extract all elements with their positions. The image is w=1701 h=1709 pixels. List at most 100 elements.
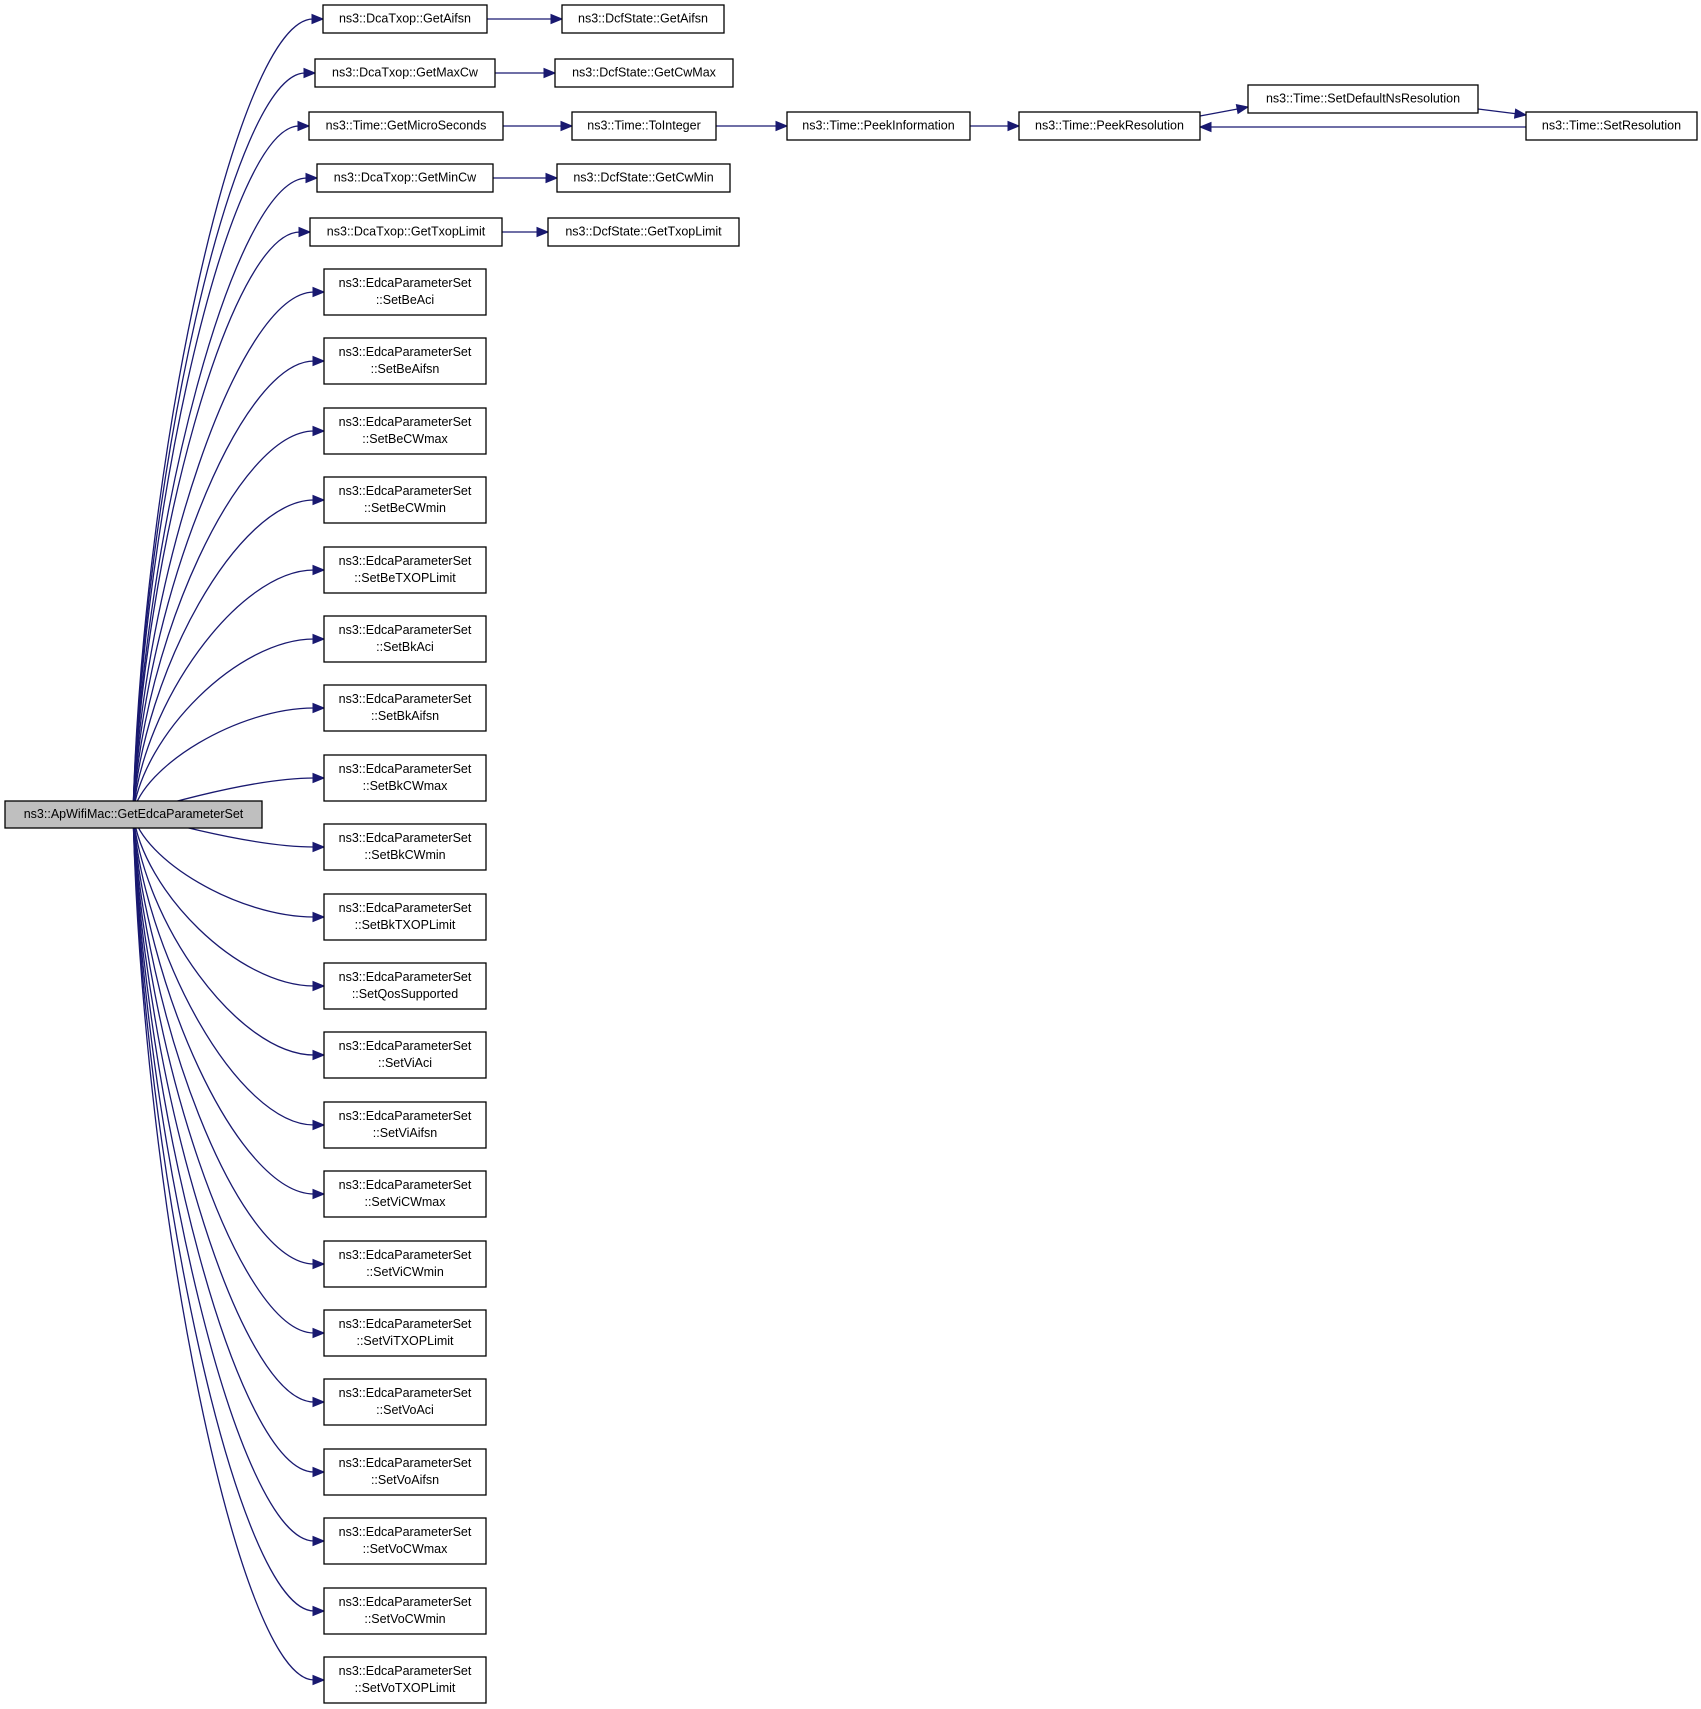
function-node[interactable]: ns3::EdcaParameterSet::SetQosSupported bbox=[323, 962, 487, 1010]
arrowhead bbox=[312, 1535, 326, 1547]
node-box bbox=[314, 58, 496, 88]
node-box bbox=[1247, 84, 1479, 114]
node-box bbox=[323, 1240, 487, 1288]
node-box bbox=[323, 823, 487, 871]
function-node[interactable]: ns3::DcfState::GetTxopLimit bbox=[547, 217, 740, 247]
node-box bbox=[786, 111, 971, 141]
node-label: ::SetBeCWmax bbox=[362, 432, 448, 446]
node-label: ns3::Time::SetResolution bbox=[1542, 118, 1681, 132]
function-node[interactable]: ns3::EdcaParameterSet::SetVoAifsn bbox=[323, 1448, 487, 1496]
function-node[interactable]: ns3::EdcaParameterSet::SetVoTXOPLimit bbox=[323, 1656, 487, 1704]
call-edge bbox=[132, 633, 326, 814]
arrowhead bbox=[297, 120, 311, 132]
node-label: ns3::Time::GetMicroSeconds bbox=[326, 118, 487, 132]
node-label: ns3::EdcaParameterSet bbox=[339, 831, 472, 845]
function-node[interactable]: ns3::DcfState::GetAifsn bbox=[561, 4, 725, 34]
node-label: ns3::EdcaParameterSet bbox=[339, 1386, 472, 1400]
function-node[interactable]: ns3::EdcaParameterSet::SetBeAci bbox=[323, 268, 487, 316]
node-label: ns3::EdcaParameterSet bbox=[339, 1456, 472, 1470]
node-label: ns3::DcaTxop::GetMinCw bbox=[334, 170, 477, 184]
call-edge bbox=[132, 813, 326, 1339]
node-label: ::SetViAifsn bbox=[373, 1126, 437, 1140]
function-node[interactable]: ns3::DcaTxop::GetAifsn bbox=[322, 4, 488, 34]
node-label: ns3::EdcaParameterSet bbox=[339, 1178, 472, 1192]
function-node[interactable]: ns3::EdcaParameterSet::SetBeTXOPLimit bbox=[323, 546, 487, 594]
node-box bbox=[309, 217, 503, 247]
call-edge bbox=[132, 813, 326, 1131]
arrowhead bbox=[312, 1119, 326, 1131]
function-node[interactable]: ns3::EdcaParameterSet::SetVoAci bbox=[323, 1378, 487, 1426]
node-box bbox=[323, 476, 487, 524]
function-node[interactable]: ns3::DcfState::GetCwMax bbox=[554, 58, 734, 88]
root-function-node[interactable]: ns3::ApWifiMac::GetEdcaParameterSet bbox=[4, 800, 263, 829]
call-edge bbox=[132, 702, 326, 814]
node-label: ::SetViAci bbox=[378, 1056, 432, 1070]
node-label: ::SetViCWmin bbox=[366, 1265, 444, 1279]
function-node[interactable]: ns3::DcfState::GetCwMin bbox=[556, 163, 731, 193]
node-label: ns3::Time::PeekInformation bbox=[802, 118, 954, 132]
function-node[interactable]: ns3::EdcaParameterSet::SetBkTXOPLimit bbox=[323, 893, 487, 941]
call-edge bbox=[132, 813, 326, 1061]
function-node[interactable]: ns3::EdcaParameterSet::SetBkCWmax bbox=[323, 754, 487, 802]
function-node[interactable]: ns3::DcaTxop::GetTxopLimit bbox=[309, 217, 503, 247]
node-label: ns3::EdcaParameterSet bbox=[339, 1109, 472, 1123]
call-edge bbox=[132, 813, 326, 1408]
function-node[interactable]: ns3::EdcaParameterSet::SetViAci bbox=[323, 1031, 487, 1079]
node-box bbox=[323, 1378, 487, 1426]
arrowhead bbox=[312, 841, 326, 853]
node-label: ::SetBeAci bbox=[376, 293, 434, 307]
function-node[interactable]: ns3::Time::ToInteger bbox=[571, 111, 717, 141]
function-node[interactable]: ns3::EdcaParameterSet::SetVoCWmax bbox=[323, 1517, 487, 1565]
function-node[interactable]: ns3::Time::SetResolution bbox=[1525, 111, 1698, 141]
function-node[interactable]: ns3::DcaTxop::GetMinCw bbox=[316, 163, 494, 193]
node-label: ns3::EdcaParameterSet bbox=[339, 554, 472, 568]
node-box bbox=[4, 800, 263, 829]
node-label: ns3::DcfState::GetCwMin bbox=[573, 170, 713, 184]
node-label: ns3::EdcaParameterSet bbox=[339, 1317, 472, 1331]
node-box bbox=[1018, 111, 1201, 141]
node-label: ns3::EdcaParameterSet bbox=[339, 692, 472, 706]
node-label: ns3::ApWifiMac::GetEdcaParameterSet bbox=[24, 807, 244, 821]
function-node[interactable]: ns3::EdcaParameterSet::SetBkAci bbox=[323, 615, 487, 663]
node-label: ns3::Time::PeekResolution bbox=[1035, 118, 1184, 132]
function-node[interactable]: ns3::EdcaParameterSet::SetVoCWmin bbox=[323, 1587, 487, 1635]
function-node[interactable]: ns3::EdcaParameterSet::SetViCWmin bbox=[323, 1240, 487, 1288]
node-label: ns3::EdcaParameterSet bbox=[339, 345, 472, 359]
node-label: ::SetBkCWmax bbox=[363, 779, 448, 793]
function-node[interactable]: ns3::Time::PeekInformation bbox=[786, 111, 971, 141]
function-node[interactable]: ns3::EdcaParameterSet::SetBeCWmax bbox=[323, 407, 487, 455]
function-node[interactable]: ns3::EdcaParameterSet::SetBkAifsn bbox=[323, 684, 487, 732]
function-node[interactable]: ns3::Time::GetMicroSeconds bbox=[308, 111, 504, 141]
arrowhead bbox=[303, 67, 317, 79]
node-label: ::SetVoCWmin bbox=[364, 1612, 445, 1626]
call-edge bbox=[503, 120, 574, 132]
function-node[interactable]: ns3::DcaTxop::GetMaxCw bbox=[314, 58, 496, 88]
call-edge bbox=[132, 813, 326, 1686]
function-node[interactable]: ns3::Time::SetDefaultNsResolution bbox=[1247, 84, 1479, 114]
arrowhead bbox=[312, 772, 326, 784]
node-box bbox=[561, 4, 725, 34]
function-node[interactable]: ns3::Time::PeekResolution bbox=[1018, 111, 1201, 141]
node-label: ns3::EdcaParameterSet bbox=[339, 415, 472, 429]
call-edge bbox=[495, 67, 557, 79]
node-label: ::SetVoCWmax bbox=[363, 1542, 448, 1556]
node-label: ::SetBeTXOPLimit bbox=[354, 571, 456, 585]
call-edge bbox=[132, 120, 311, 814]
function-node[interactable]: ns3::EdcaParameterSet::SetBeCWmin bbox=[323, 476, 487, 524]
function-node[interactable]: ns3::EdcaParameterSet::SetViAifsn bbox=[323, 1101, 487, 1149]
arrowhead bbox=[1007, 120, 1021, 132]
node-label: ::SetBkAifsn bbox=[371, 709, 439, 723]
call-edge bbox=[487, 13, 564, 25]
function-node[interactable]: ns3::EdcaParameterSet::SetBeAifsn bbox=[323, 337, 487, 385]
node-label: ns3::EdcaParameterSet bbox=[339, 623, 472, 637]
arrowhead bbox=[312, 425, 326, 437]
function-node[interactable]: ns3::EdcaParameterSet::SetViCWmax bbox=[323, 1170, 487, 1218]
node-box bbox=[323, 1101, 487, 1149]
call-edge bbox=[132, 813, 326, 992]
function-node[interactable]: ns3::EdcaParameterSet::SetViTXOPLimit bbox=[323, 1309, 487, 1357]
arrowhead bbox=[312, 1327, 326, 1339]
arrowhead bbox=[305, 172, 319, 184]
call-edge bbox=[132, 564, 326, 814]
node-label: ns3::DcfState::GetTxopLimit bbox=[565, 224, 722, 238]
function-node[interactable]: ns3::EdcaParameterSet::SetBkCWmin bbox=[323, 823, 487, 871]
